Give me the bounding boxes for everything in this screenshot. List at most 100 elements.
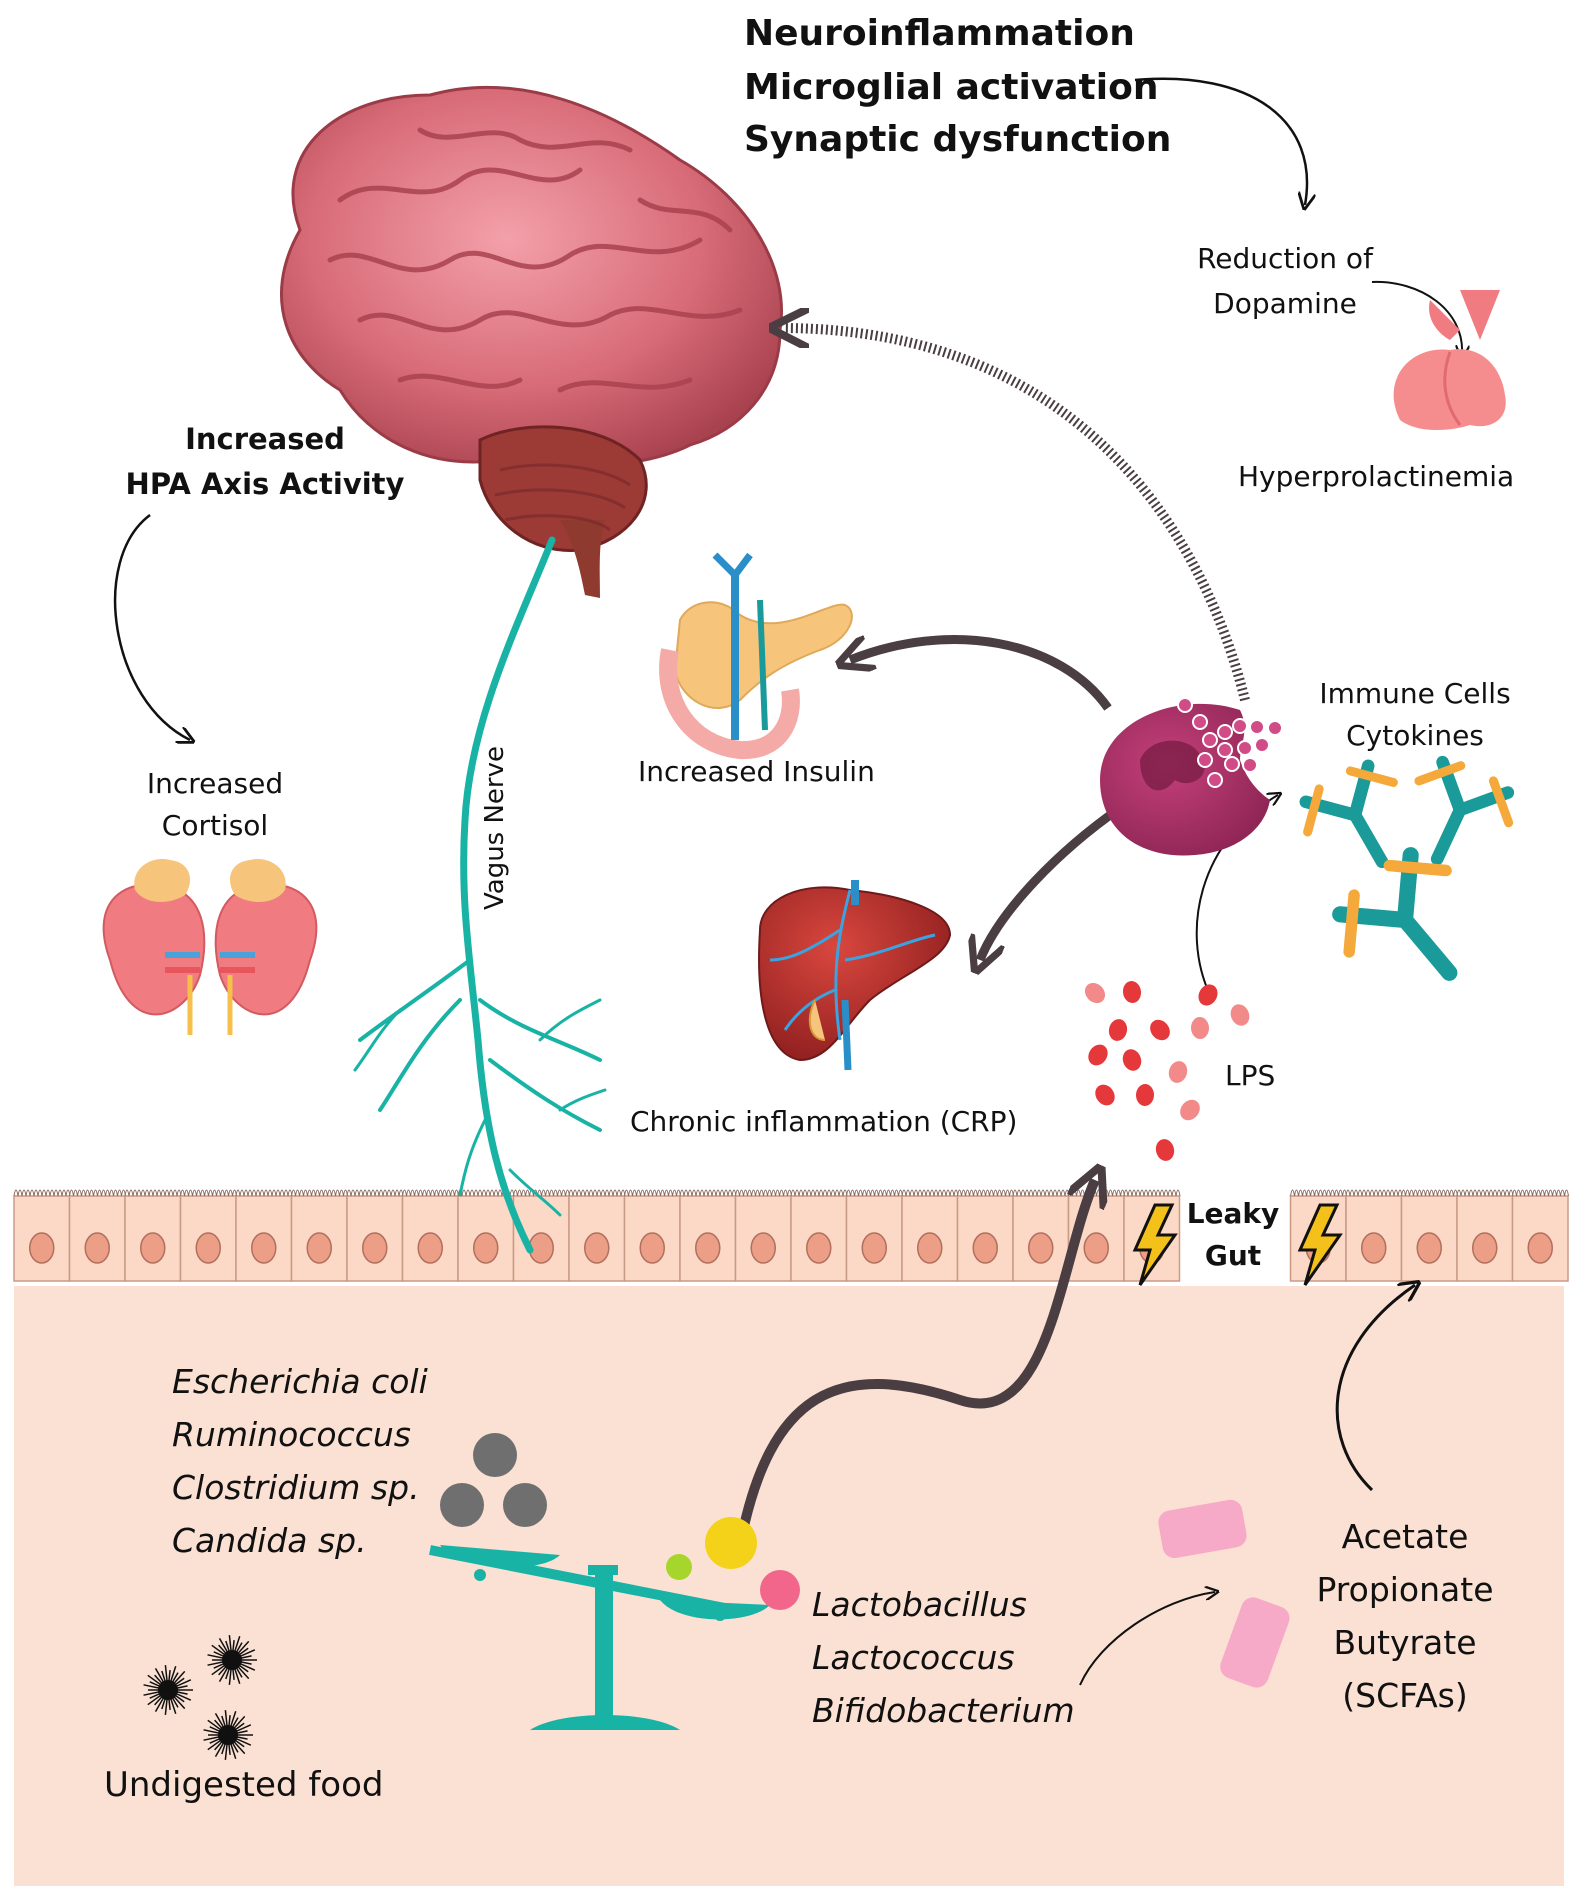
scfa-name: (SCFAs) [1342, 1676, 1468, 1715]
kidneys-illustration [102, 859, 318, 1035]
lps-particle [1122, 1049, 1142, 1071]
hpa-label-line1: Increased [185, 422, 345, 456]
antibody [1414, 755, 1515, 866]
harmful-bacteria-weights [440, 1433, 547, 1527]
lps-particle [1190, 1017, 1210, 1039]
cytokine-dot [1237, 740, 1253, 756]
scfa-name: Acetate [1341, 1517, 1469, 1556]
balance-scale-illustration [429, 1545, 770, 1730]
cytokine-dot [1207, 772, 1223, 788]
brain-illustration [279, 85, 783, 598]
cytokine-dot [1197, 752, 1213, 768]
lps-particle [1135, 1084, 1155, 1106]
epithelial-cell [124, 1189, 182, 1282]
epithelial-cell [956, 1189, 1014, 1282]
epithelial-cell [1511, 1189, 1569, 1282]
lps-particle [1095, 1084, 1115, 1106]
cytokine-dot [1177, 697, 1193, 713]
vagus-nerve [353, 536, 607, 1254]
epithelial-cell [346, 1189, 404, 1282]
lps-label: LPS [1225, 1059, 1276, 1092]
vagus-nerve-label: Vagus Nerve [480, 745, 511, 911]
epithelial-cell [1345, 1189, 1403, 1282]
bacteria-name: Bifidobacterium [812, 1691, 1075, 1730]
epithelial-cell [1456, 1189, 1514, 1282]
food-particle [207, 1635, 257, 1685]
cytokine-dot [1217, 742, 1233, 758]
lps-particle [1230, 1004, 1250, 1026]
antibody [1299, 759, 1398, 869]
lps-particle [1088, 1044, 1108, 1066]
leaky-label: Leaky [1186, 1197, 1280, 1230]
immune-to-liver-arrow [980, 804, 1123, 960]
cytokine-dot [1217, 724, 1233, 740]
cytokines-label: Cytokines [1346, 719, 1484, 752]
bacteria-name: Clostridium sp. [172, 1468, 420, 1507]
scfa-to-gut-arrow [1335, 1285, 1415, 1492]
cytokine-dot [1249, 719, 1265, 735]
lps-particle [1168, 1061, 1188, 1083]
epithelial-cell [179, 1189, 237, 1282]
increased-insulin-label: Increased Insulin [638, 755, 875, 788]
gut-label: Gut [1204, 1239, 1262, 1272]
cytokine-dot [1192, 714, 1208, 730]
lps-particle [1122, 981, 1142, 1003]
bacteria-to-scfa-arrow [1079, 1592, 1215, 1686]
harmful-bacteria-list: Escherichia coli Ruminococcus Clostridiu… [172, 1355, 428, 1567]
bacteria-name: Lactococcus [812, 1638, 1015, 1677]
epithelial-cell [1012, 1189, 1070, 1282]
epithelial-cell [845, 1189, 903, 1282]
undigested-food-label: Undigested food [104, 1765, 384, 1805]
epithelial-cell [679, 1189, 737, 1282]
epithelial-cell [1400, 1189, 1458, 1282]
beneficial-bacteria-list: Lactobacillus Lactococcus Bifidobacteriu… [812, 1578, 1075, 1737]
food-particle [203, 1710, 253, 1760]
gut-epithelium [13, 1189, 1569, 1282]
lps-particle [1108, 1019, 1128, 1041]
immune-to-brain-arrow [785, 328, 1250, 702]
liver-illustration [758, 880, 952, 1071]
antibodies-illustration [1299, 755, 1515, 981]
lps-particle [1198, 984, 1218, 1006]
reduction-of-label: Reduction of [1197, 242, 1373, 275]
epithelial-cell [734, 1189, 792, 1282]
epithelial-cell [901, 1189, 959, 1282]
scfa-name: Butyrate [1333, 1623, 1477, 1662]
bacteria-name: Candida sp. [172, 1521, 367, 1560]
epithelial-cell [13, 1189, 71, 1282]
hyperprolactinemia-label: Hyperprolactinemia [1238, 460, 1515, 493]
lps-particle [1084, 982, 1106, 1004]
pituitary-illustration [1393, 290, 1506, 430]
scfa-name: Propionate [1316, 1570, 1494, 1609]
cortisol-label-line1: Increased [146, 767, 284, 800]
scfa-list: Acetate Propionate Butyrate (SCFAs) [1290, 1510, 1520, 1722]
epithelial-cell [68, 1189, 126, 1282]
epithelial-cell [568, 1189, 626, 1282]
epithelial-cell [790, 1189, 848, 1282]
hpa-label-line2: HPA Axis Activity [125, 467, 405, 501]
microglial-activation-label: Microglial activation [744, 67, 1159, 108]
beneficial-bacteria-weights [666, 1517, 800, 1610]
lps-particle [1155, 1139, 1175, 1161]
immune-cell-illustration [1100, 697, 1283, 856]
scfa-pills [1158, 1499, 1290, 1688]
lightning-left-icon [1132, 1203, 1178, 1286]
food-particle [143, 1665, 193, 1715]
undigested-food-particles [143, 1635, 257, 1760]
chronic-inflammation-label: Chronic inflammation (CRP) [630, 1105, 1018, 1138]
cytokine-dot [1232, 718, 1248, 734]
dopamine-arrow [1371, 280, 1462, 355]
cytokine-dot [1202, 732, 1218, 748]
immune-to-pancreas-arrow [850, 635, 1112, 711]
hpa-arrow [113, 514, 190, 740]
cytokine-dot [1254, 737, 1270, 753]
bacteria-name: Lactobacillus [812, 1585, 1027, 1624]
epithelial-cell [235, 1189, 293, 1282]
lps-particles [1084, 981, 1250, 1161]
lps-particle [1180, 1099, 1200, 1121]
cytokine-dot [1267, 720, 1283, 736]
synaptic-dysfunction-label: Synaptic dysfunction [744, 119, 1172, 160]
bacteria-name: Escherichia coli [172, 1362, 428, 1401]
